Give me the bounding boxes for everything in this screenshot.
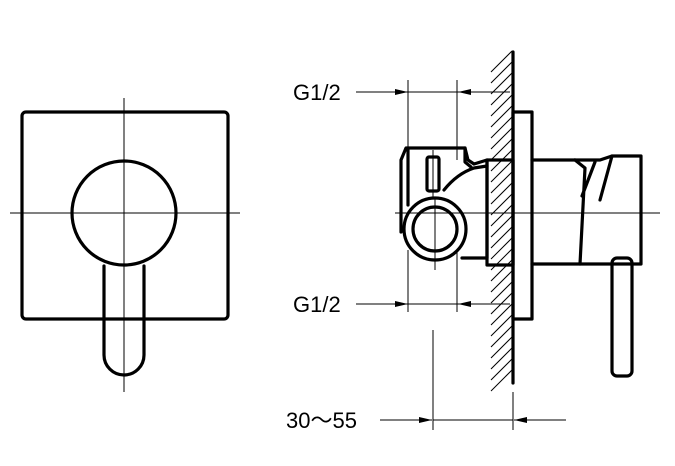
- hatch-line: [490, 138, 513, 161]
- hatch-line: [490, 248, 513, 271]
- valve-body-notch: [463, 146, 473, 169]
- hatch-line: [490, 116, 513, 139]
- hatch-line: [490, 347, 513, 370]
- hatch-line: [490, 160, 513, 183]
- wall-depth-label: 30～55: [286, 408, 357, 433]
- hatch-line: [490, 127, 513, 150]
- hatch-line: [490, 50, 513, 73]
- cover-plate-side: [511, 110, 534, 321]
- dimension-outlet: G1/2: [293, 250, 510, 317]
- hatch-line: [490, 204, 513, 227]
- hatch-line: [490, 226, 513, 249]
- hatch-line: [490, 237, 513, 260]
- hatch-line: [490, 358, 513, 381]
- cover-plate: [20, 110, 230, 321]
- hatch-line: [490, 259, 513, 282]
- hatch-line: [490, 193, 513, 216]
- dimension-inlet: G1/2: [293, 80, 510, 160]
- hatch-line: [490, 182, 513, 205]
- hatch-line: [490, 325, 513, 348]
- hatch-line: [490, 303, 513, 326]
- handle-lever: [102, 264, 146, 377]
- hatch-line: [490, 94, 513, 117]
- handle-knob: [70, 159, 178, 267]
- hatch-line: [490, 314, 513, 337]
- hatch-line: [490, 105, 513, 128]
- handle-body-side: [530, 154, 643, 266]
- hatch-line: [490, 72, 513, 95]
- wall-hatching: [490, 50, 513, 392]
- wall: [490, 50, 515, 392]
- hatch-line: [490, 336, 513, 359]
- hatch-line: [490, 61, 513, 84]
- hatch-line: [490, 171, 513, 194]
- dimension-wall-depth: 30～55: [286, 330, 566, 433]
- front-view: [10, 98, 240, 392]
- outlet-label: G1/2: [293, 292, 341, 317]
- valve-body: [399, 146, 489, 260]
- hatch-line: [490, 281, 513, 304]
- hatch-line: [490, 270, 513, 293]
- side-view: [395, 110, 660, 378]
- hatch-line: [490, 215, 513, 238]
- valve-body-contour: [442, 164, 489, 192]
- hatch-line: [490, 83, 513, 106]
- inlet-label: G1/2: [293, 80, 341, 105]
- hatch-line: [490, 369, 513, 392]
- handle-lever-side: [610, 256, 634, 378]
- handle-body-taper: [573, 154, 614, 266]
